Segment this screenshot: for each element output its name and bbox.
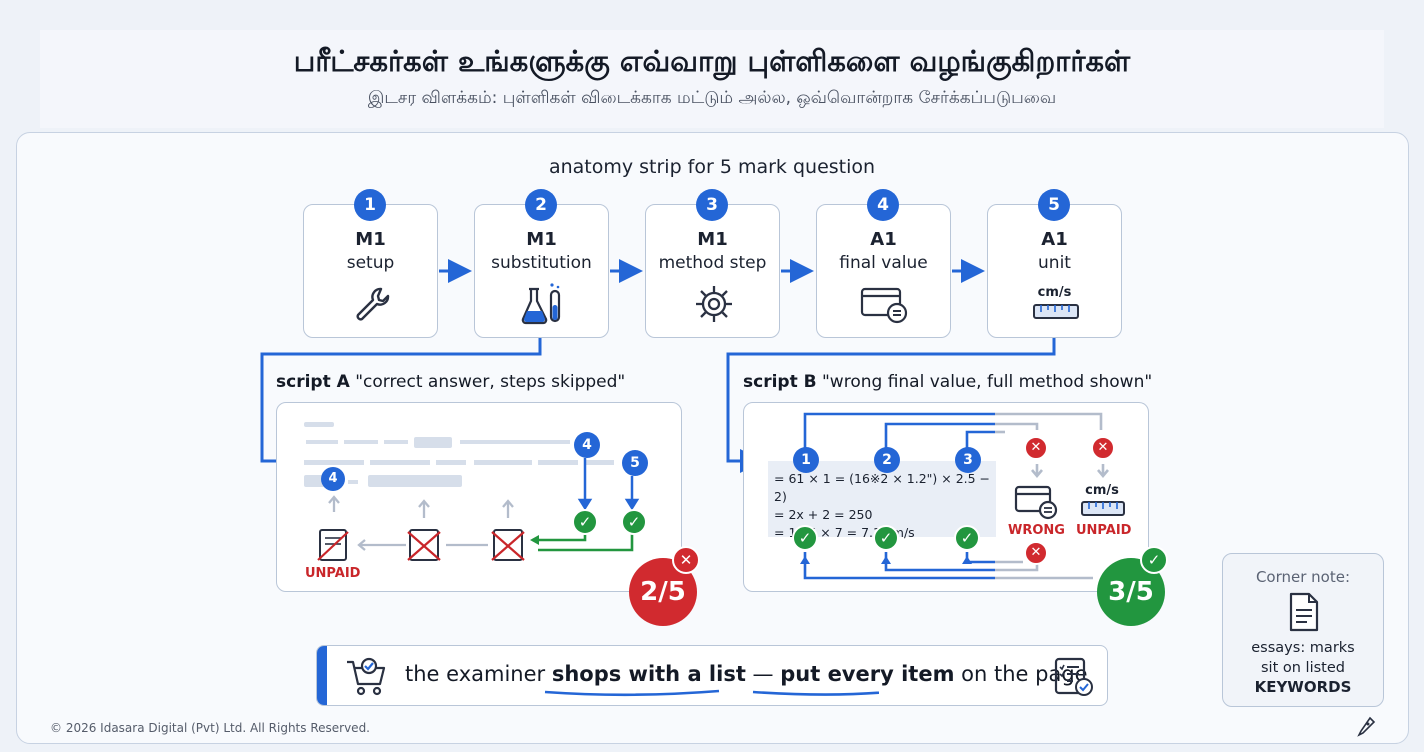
card-icon: [860, 287, 908, 324]
step-label: substitution: [491, 253, 592, 273]
script-b-label: script B "wrong final value, full method…: [743, 372, 1152, 392]
step-badge-4: 4: [867, 189, 899, 221]
banner-underlines: [544, 689, 879, 697]
step-card-unit: A1 unit cm/s: [987, 204, 1122, 338]
takeaway-banner: the examiner shops with a list — put eve…: [316, 645, 1108, 706]
check-icon: ✓: [792, 525, 818, 551]
step-code: A1: [870, 229, 897, 250]
banner-highlight-1: shops with a list: [551, 662, 746, 686]
banner-post: on the page: [954, 662, 1088, 686]
banner-highlight-2: put every item: [780, 662, 955, 686]
copyright-footer: © 2026 Idasara Digital (Pvt) Ltd. All Ri…: [50, 721, 370, 735]
step-label: final value: [839, 253, 928, 273]
step-badge-1: 1: [354, 189, 386, 221]
shopping-cart-icon: [347, 657, 386, 696]
step-code: M1: [526, 229, 557, 250]
cross-icon: ✕: [1024, 436, 1048, 460]
step-code: A1: [1041, 229, 1068, 250]
banner-text: the examiner shops with a list — put eve…: [405, 662, 1088, 686]
step-card-final-value: A1 final value: [816, 204, 951, 338]
header: பரீட்சகர்கள் உங்களுக்கு எவ்வாறு புள்ளிகள…: [40, 30, 1384, 128]
step-badge-5: 5: [1038, 189, 1070, 221]
strip-title: anatomy strip for 5 mark question: [548, 156, 876, 178]
script-b-name: script B: [743, 372, 817, 392]
cross-icon: ✕: [1091, 436, 1115, 460]
script-b-desc: "wrong final value, full method shown": [821, 372, 1153, 392]
check-icon: ✓: [873, 525, 899, 551]
step-label: setup: [346, 253, 395, 273]
gear-icon: [696, 286, 732, 322]
page-title: பரீட்சகர்கள் உங்களுக்கு எவ்வாறு புள்ளிகள…: [293, 44, 1131, 78]
check-icon: ✓: [621, 509, 647, 535]
cross-icon: ✕: [672, 546, 700, 574]
script-b-badge-2: 2: [874, 447, 900, 473]
step-label: method step: [658, 253, 767, 273]
check-icon: ✓: [954, 525, 980, 551]
banner-pre: the examiner: [405, 662, 552, 686]
card-icon: [1014, 485, 1058, 520]
check-icon: ✓: [1140, 546, 1168, 574]
unit-text: cm/s: [1037, 285, 1072, 300]
flask-icon: [521, 283, 561, 325]
page-subtitle: இடசர விளக்கம்: புள்ளிகள் விடைக்காக மட்டு…: [367, 88, 1057, 108]
script-a-name: script A: [276, 372, 350, 392]
step-code: M1: [697, 229, 728, 250]
wrench-icon: [356, 287, 390, 321]
script-b-unit-text: cm/s: [1085, 483, 1119, 498]
corner-note-title: Corner note:: [1255, 568, 1351, 586]
corner-note-body: essays: marks sit on listed: [1251, 640, 1355, 676]
banner-accent-bar: [317, 646, 327, 705]
step-label: unit: [1038, 253, 1071, 273]
step-card-substitution: M1 substitution: [474, 204, 609, 338]
script-a-label: script A "correct answer, steps skipped": [276, 372, 625, 392]
equation-line: = 2x + 2 = 250: [774, 507, 873, 522]
script-a-badge-4-inline: 4: [321, 467, 345, 491]
corner-note: Corner note: essays: marks sit on listed…: [1222, 553, 1384, 707]
corner-note-keyword: KEYWORDS: [1254, 678, 1352, 696]
step-badge-2: 2: [525, 189, 557, 221]
ruler-icon: [1033, 304, 1079, 319]
script-a-unpaid: UNPAID: [305, 566, 361, 581]
form-icon: [317, 529, 349, 561]
script-a-badge-5: 5: [622, 450, 648, 476]
script-b-unpaid: UNPAID: [1076, 523, 1132, 538]
script-a-desc: "correct answer, steps skipped": [355, 372, 626, 392]
document-icon: [1289, 592, 1319, 632]
step-card-setup: M1 setup: [303, 204, 438, 338]
banner-mid: —: [745, 662, 781, 686]
cross-icon: ✕: [1024, 541, 1048, 565]
script-b-sketch: [800, 412, 1109, 580]
check-icon: ✓: [572, 509, 598, 535]
script-b-badge-1: 1: [793, 447, 819, 473]
checklist-icon: [1054, 657, 1093, 696]
script-b-badge-3: 3: [955, 447, 981, 473]
script-a-badge-4: 4: [574, 432, 600, 458]
step-code: M1: [355, 229, 386, 250]
script-b-wrong: WRONG: [1008, 523, 1065, 538]
script-a-sketch: [304, 422, 640, 561]
ruler-icon: [1081, 501, 1125, 516]
pen-nib-icon: [1357, 716, 1376, 737]
step-card-method-step: M1 method step: [645, 204, 780, 338]
step-badge-3: 3: [696, 189, 728, 221]
equation-line: = 61 × 1 = (16※2 × 1.2") × 2.5 − 2): [774, 471, 991, 504]
